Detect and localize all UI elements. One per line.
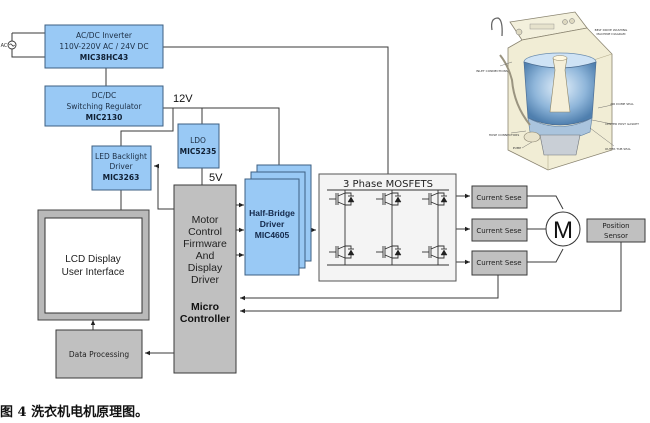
position-sensor-line2: Sensor xyxy=(604,232,628,240)
dc-dc-regulator-subtitle: Switching Regulator xyxy=(66,102,142,111)
half-bridge-line2: Driver xyxy=(260,219,285,229)
motor-label: M xyxy=(553,217,573,244)
ac-dc-inverter-spec: 110V-220V AC / 24V DC xyxy=(59,42,148,51)
illustration-callout: HOSE CONNECTORS xyxy=(489,133,520,137)
mosfets-block: 3 Phase MOSFETS xyxy=(318,173,457,282)
ac-dc-inverter-title: AC/DC Inverter xyxy=(76,31,133,40)
washing-machine-illustration: BELT DRIVE WASHING MACHINE DIAGRAM INLET… xyxy=(476,11,639,171)
mosfets-title: 3 Phase MOSFETS xyxy=(343,179,433,190)
current-sense-block: Current Sese xyxy=(471,185,528,209)
mcu-line: Control xyxy=(188,226,222,238)
current-sense-block: Current Sese xyxy=(471,250,528,276)
ac-dc-inverter-part: MIC38HC43 xyxy=(80,53,128,62)
mosfet-diode-wire xyxy=(392,245,399,259)
mosfet-diode-wire xyxy=(345,192,352,206)
ldo-block: LDO MIC5235 xyxy=(177,123,220,169)
figure-caption: 图 4 洗衣机电机原理图。 xyxy=(0,404,148,420)
mosfet-terminals xyxy=(384,192,393,206)
voltage-5v-label: 5V xyxy=(209,172,223,184)
ldo-title: LDO xyxy=(190,136,206,145)
mcu-line: Display xyxy=(188,262,223,274)
mcu-line: Firmware xyxy=(183,238,227,250)
illustration-callout: INLET CONNECTIONS xyxy=(476,69,508,73)
mosfet-diode-wire xyxy=(438,245,445,259)
mcu-title-line1: Micro xyxy=(191,301,219,313)
illustration-callout: OUTER TUB SEAL xyxy=(605,147,631,151)
led-driver-title: LED Backlight xyxy=(95,152,147,161)
ac-dc-inverter-block: AC/DC Inverter 110V-220V AC / 24V DC MIC… xyxy=(44,24,164,69)
illustration-callout: CENTER POST GASKET xyxy=(605,122,639,126)
mosfet-terminals xyxy=(430,192,439,206)
mosfet-diode-wire xyxy=(392,192,399,206)
lcd-display-line2: User Interface xyxy=(62,267,125,278)
motor-icon xyxy=(545,211,581,247)
illustration-callout: PUMP xyxy=(513,146,522,150)
mcu-line: Driver xyxy=(191,274,220,286)
lcd-display-line1: LCD Display xyxy=(65,254,121,265)
mcu-line: And xyxy=(196,250,215,262)
mosfet-terminals xyxy=(384,245,393,259)
dc-dc-regulator-part: MIC2130 xyxy=(86,113,123,122)
current-sense-block: Current Sese xyxy=(471,218,528,242)
half-bridge-driver-block: Half-Bridge Driver MIC4605 xyxy=(244,164,312,276)
micro-controller-block: Motor Control Firmware And Display Drive… xyxy=(173,184,237,374)
mosfet-bridge-circuit xyxy=(327,189,449,266)
mosfet-terminals xyxy=(430,245,439,259)
mcu-title-line2: Controller xyxy=(180,313,230,325)
led-backlight-driver-block: LED Backlight Driver MIC3263 xyxy=(91,145,152,191)
dc-dc-regulator-block: DC/DC Switching Regulator MIC2130 xyxy=(44,85,164,127)
position-sensor-line1: Position xyxy=(602,222,629,230)
mosfet-terminals xyxy=(337,245,346,259)
mcu-line: Motor xyxy=(192,214,219,226)
voltage-12v-label: 12V xyxy=(173,93,193,105)
ldo-part: MIC5235 xyxy=(180,147,217,156)
current-sense-label: Current Sese xyxy=(476,194,521,202)
illustration-title: MACHINE DIAGRAM xyxy=(596,32,625,36)
led-driver-subtitle: Driver xyxy=(109,162,133,171)
ac-label: AC xyxy=(1,43,8,49)
illustration-title: BELT DRIVE WASHING xyxy=(595,28,628,32)
current-sense-label: Current Sese xyxy=(476,227,521,235)
motor: M xyxy=(545,211,581,247)
half-bridge-part: MIC4605 xyxy=(255,230,290,240)
dc-dc-regulator-title: DC/DC xyxy=(92,91,117,100)
connection-wires xyxy=(11,32,622,356)
data-processing-label: Data Processing xyxy=(69,350,130,359)
half-bridge-line1: Half-Bridge xyxy=(249,208,295,218)
mosfet-terminals xyxy=(337,192,346,206)
led-driver-part: MIC3263 xyxy=(103,173,140,182)
position-sensor-block: Position Sensor xyxy=(586,218,646,243)
ac-source: AC xyxy=(1,40,17,50)
mosfet-diode-wire xyxy=(345,245,352,259)
lcd-display-block: LCD Display User Interface xyxy=(37,209,150,321)
data-processing-block: Data Processing xyxy=(55,329,143,379)
illustration-callout: AIR DOME SEAL xyxy=(610,102,634,106)
current-sense-label: Current Sese xyxy=(476,259,521,267)
mosfet-diode-wire xyxy=(438,192,445,206)
